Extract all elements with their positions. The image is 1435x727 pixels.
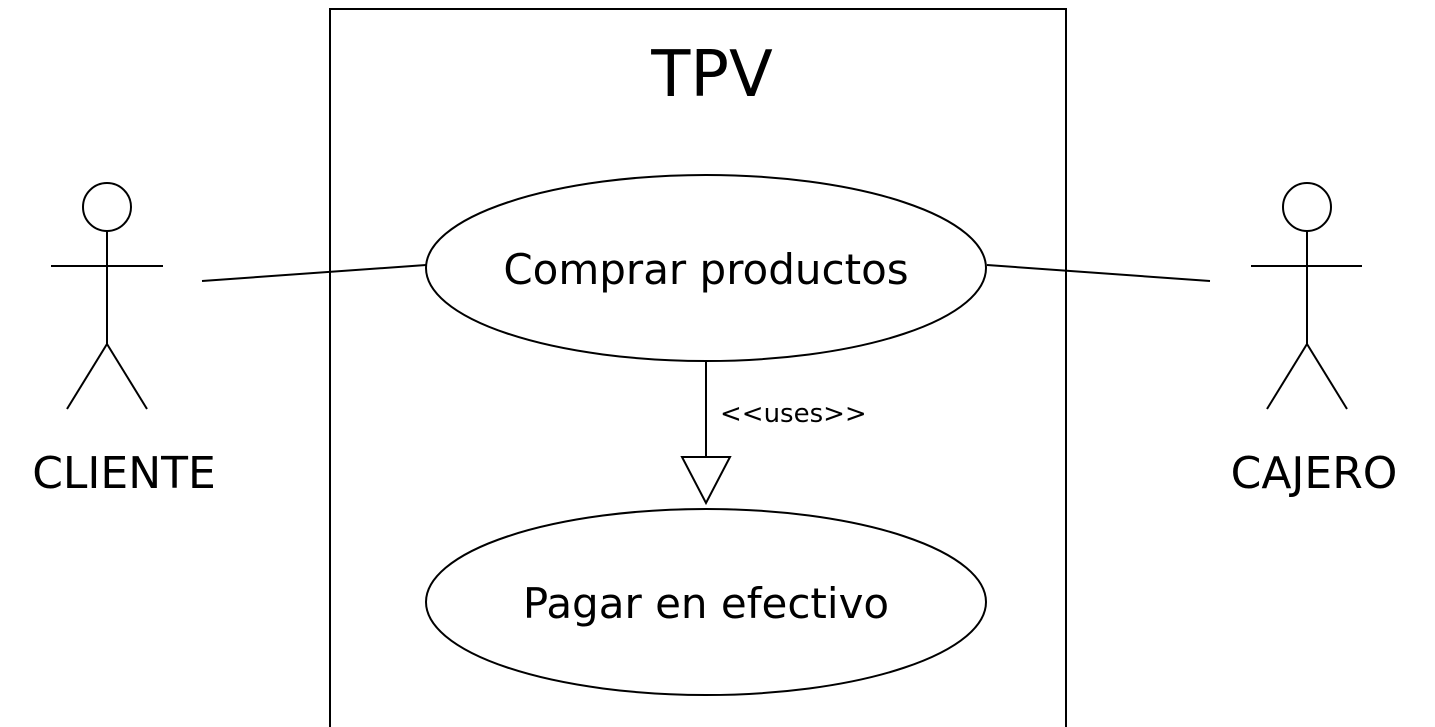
use-case-comprar-label: Comprar productos [503,245,908,294]
actor-cajero-right-leg [1306,343,1348,410]
use-case-pagar-en-efectivo: Pagar en efectivo [425,508,987,696]
uses-relation-arrowhead [680,456,732,506]
actor-cliente: CLIENTE [32,182,216,499]
actor-cajero-label: CAJERO [1231,448,1398,499]
system-boundary: TPV [329,8,1067,727]
use-case-pagar-ellipse [425,508,987,696]
system-box [329,8,1067,727]
use-case-comprar-productos: Comprar productos [425,174,987,362]
association-cajero-comprar [986,264,1211,282]
actor-cajero-left-leg [1266,343,1308,410]
actor-cajero-head [1282,182,1332,232]
uses-relation: <<uses>> [680,361,867,506]
use-case-pagar-label: Pagar en efectivo [523,579,889,628]
actor-cliente-label: CLIENTE [32,448,216,499]
uses-relation-label: <<uses>> [720,399,867,429]
association-cliente-comprar [201,264,427,282]
actor-cliente-left-leg [66,343,108,410]
system-title: TPV [650,38,773,112]
actor-cajero: CAJERO [1231,182,1398,499]
actor-cliente-right-leg [106,343,148,410]
actor-cliente-head [82,182,132,232]
